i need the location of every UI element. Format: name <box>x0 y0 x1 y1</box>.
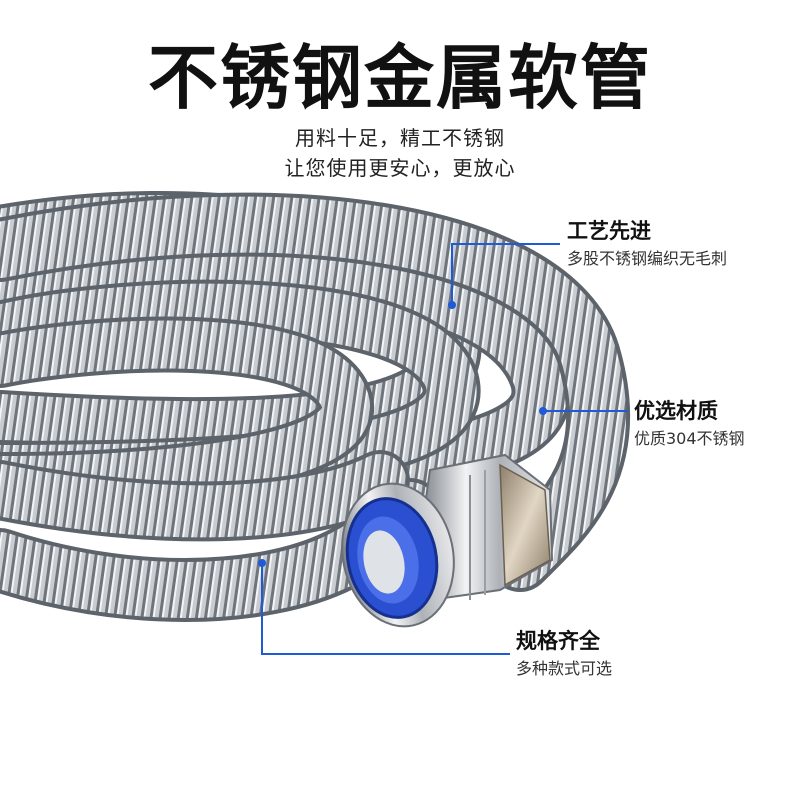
hose-coil <box>0 191 631 622</box>
callout-dot-3 <box>258 559 266 567</box>
callout-process-title: 工艺先进 <box>567 219 651 243</box>
callout-leaders <box>258 243 628 655</box>
page-title: 不锈钢金属软管 <box>148 37 652 119</box>
callout-specs-desc: 多种款式可选 <box>516 659 613 678</box>
callout-material-desc: 优质304不锈钢 <box>634 429 745 448</box>
callout-dot-1 <box>448 301 456 309</box>
callout-process: 工艺先进 多股不锈钢编织无毛刺 <box>567 218 727 270</box>
callout-dot-2 <box>539 407 547 415</box>
callout-material: 优选材质 优质304不锈钢 <box>634 398 745 450</box>
subtitle-line-1: 用料十足，精工不锈钢 <box>295 126 505 150</box>
hose-connector <box>341 453 554 628</box>
callout-specs-title: 规格齐全 <box>516 629 600 653</box>
callout-process-desc: 多股不锈钢编织无毛刺 <box>567 249 728 268</box>
subtitle-line-2: 让您使用更安心，更放心 <box>284 156 516 180</box>
callout-specs: 规格齐全 多种款式可选 <box>516 628 612 680</box>
callout-material-title: 优选材质 <box>634 399 718 423</box>
